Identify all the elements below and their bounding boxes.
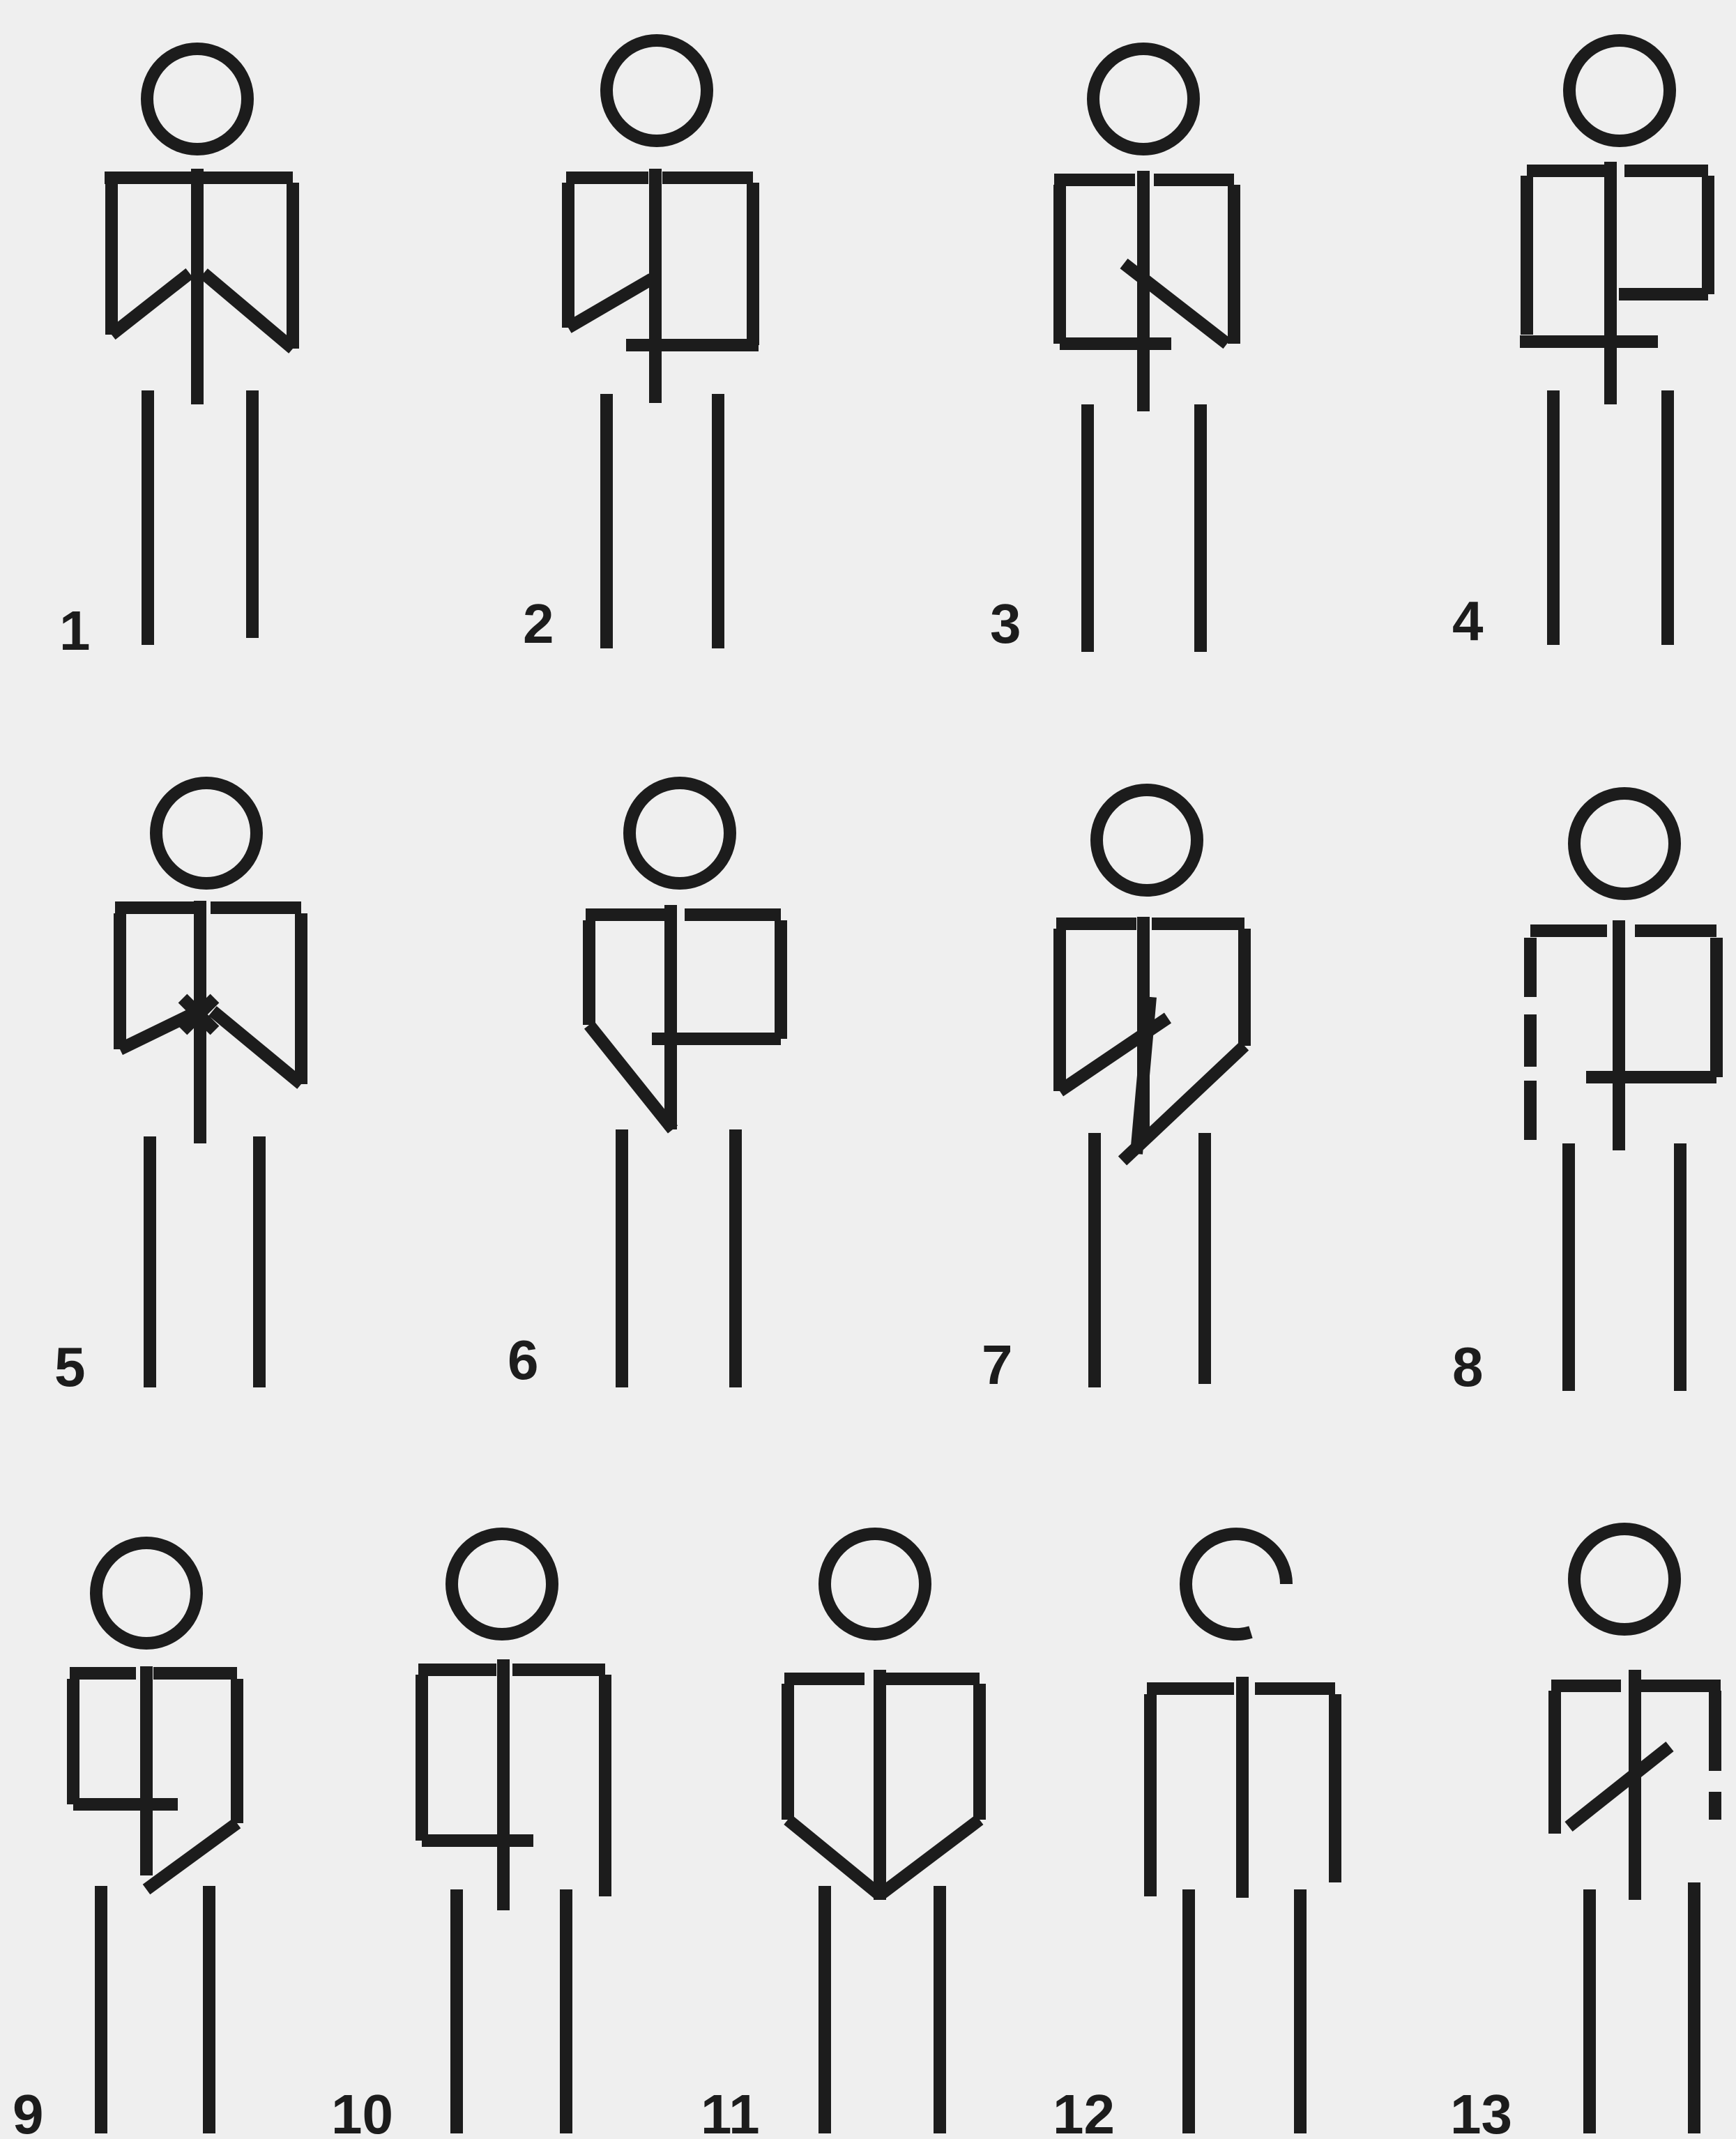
figure-number-1: 1 xyxy=(59,600,91,662)
figure-number-8: 8 xyxy=(1452,1336,1484,1398)
figure-number-3: 3 xyxy=(990,593,1021,655)
figure-number-11: 11 xyxy=(701,2083,760,2139)
figure-number-2: 2 xyxy=(523,593,554,655)
figure-number-13: 13 xyxy=(1450,2083,1512,2139)
figure-number-6: 6 xyxy=(508,1329,539,1391)
figure-number-7: 7 xyxy=(982,1334,1013,1396)
figure-number-5: 5 xyxy=(54,1336,86,1398)
figure-number-4: 4 xyxy=(1452,590,1484,652)
figure-number-10: 10 xyxy=(331,2083,393,2139)
figure-number-12: 12 xyxy=(1053,2083,1115,2139)
figure-number-9: 9 xyxy=(13,2083,44,2139)
